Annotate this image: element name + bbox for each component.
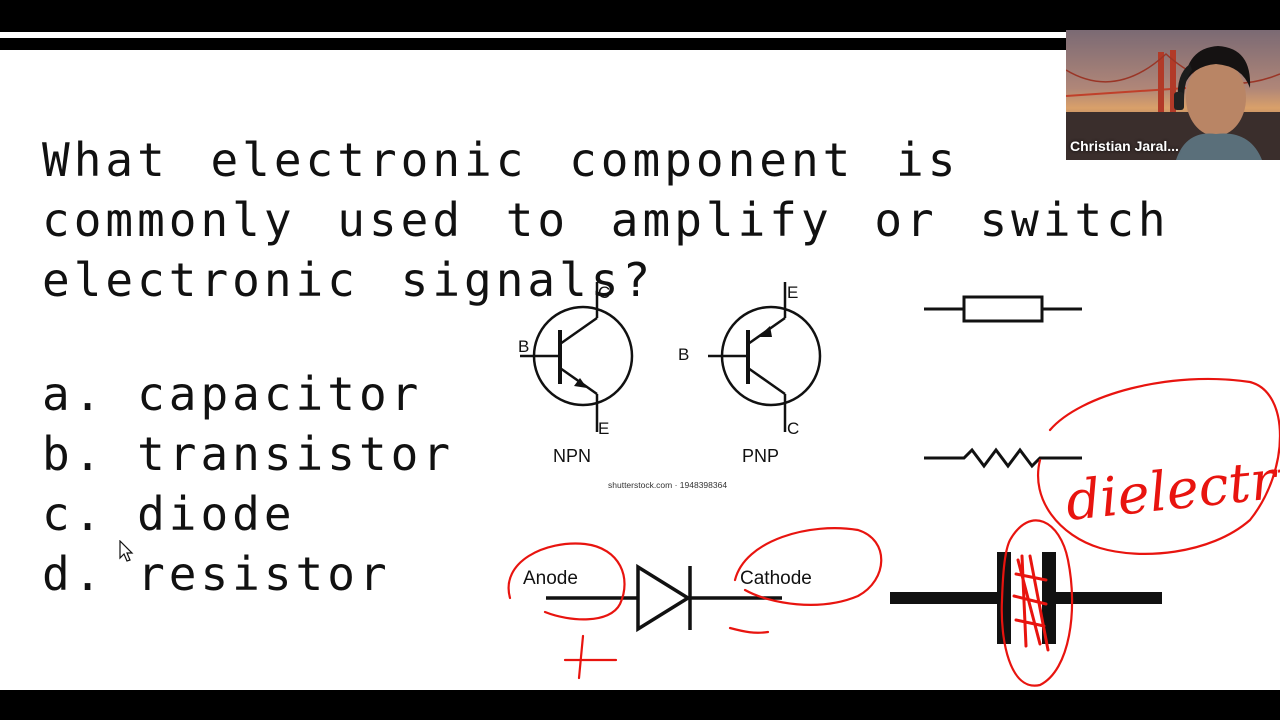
slide-top-rule bbox=[0, 38, 1070, 50]
pnp-pin-e: E bbox=[787, 283, 798, 302]
diode-cathode-label: Cathode bbox=[740, 568, 812, 589]
dielectric-handwriting: dielectric bbox=[1063, 443, 1280, 533]
anode-circle-mark bbox=[507, 542, 626, 621]
npn-pin-c: C bbox=[598, 283, 610, 302]
pnp-transistor-symbol bbox=[708, 282, 822, 432]
participant-video-tile[interactable]: Christian Jaral... bbox=[1066, 30, 1280, 160]
option-a: a. capacitor bbox=[42, 367, 423, 421]
npn-caption: NPN bbox=[553, 446, 591, 466]
npn-pin-e: E bbox=[598, 419, 609, 438]
plus-sign-mark bbox=[563, 634, 618, 680]
stock-watermark: shutterstock.com · 1948398364 bbox=[608, 480, 727, 490]
option-c: c. diode bbox=[42, 487, 296, 541]
resistor-box-symbol bbox=[924, 295, 1082, 323]
participant-name-label: Christian Jaral... bbox=[1070, 138, 1179, 154]
capacitor-scribble-mark bbox=[1012, 554, 1050, 652]
minus-sign-mark bbox=[728, 626, 770, 634]
pen-annotations bbox=[507, 377, 1280, 687]
cathode-circle-mark bbox=[733, 527, 883, 606]
top-frame-bar bbox=[0, 0, 1280, 32]
npn-transistor-symbol bbox=[520, 282, 634, 432]
dielectric-circle-mark bbox=[1037, 377, 1280, 555]
diode-anode-label: Anode bbox=[523, 568, 578, 589]
capacitor-symbol bbox=[890, 552, 1162, 644]
capacitor-circle-mark bbox=[1000, 519, 1074, 687]
npn-pin-b: B bbox=[518, 337, 529, 356]
video-feed-image bbox=[1066, 46, 1280, 160]
quiz-question: What electronic component is commonly us… bbox=[42, 133, 1170, 307]
resistor-zigzag-symbol bbox=[924, 447, 1082, 469]
option-b: b. transistor bbox=[42, 427, 455, 481]
bottom-frame-bar bbox=[0, 690, 1280, 720]
pnp-pin-b: B bbox=[678, 345, 689, 364]
pnp-caption: PNP bbox=[742, 446, 779, 466]
pnp-pin-c: C bbox=[787, 419, 799, 438]
option-d: d. resistor bbox=[42, 547, 391, 601]
mouse-pointer-icon bbox=[119, 540, 134, 562]
